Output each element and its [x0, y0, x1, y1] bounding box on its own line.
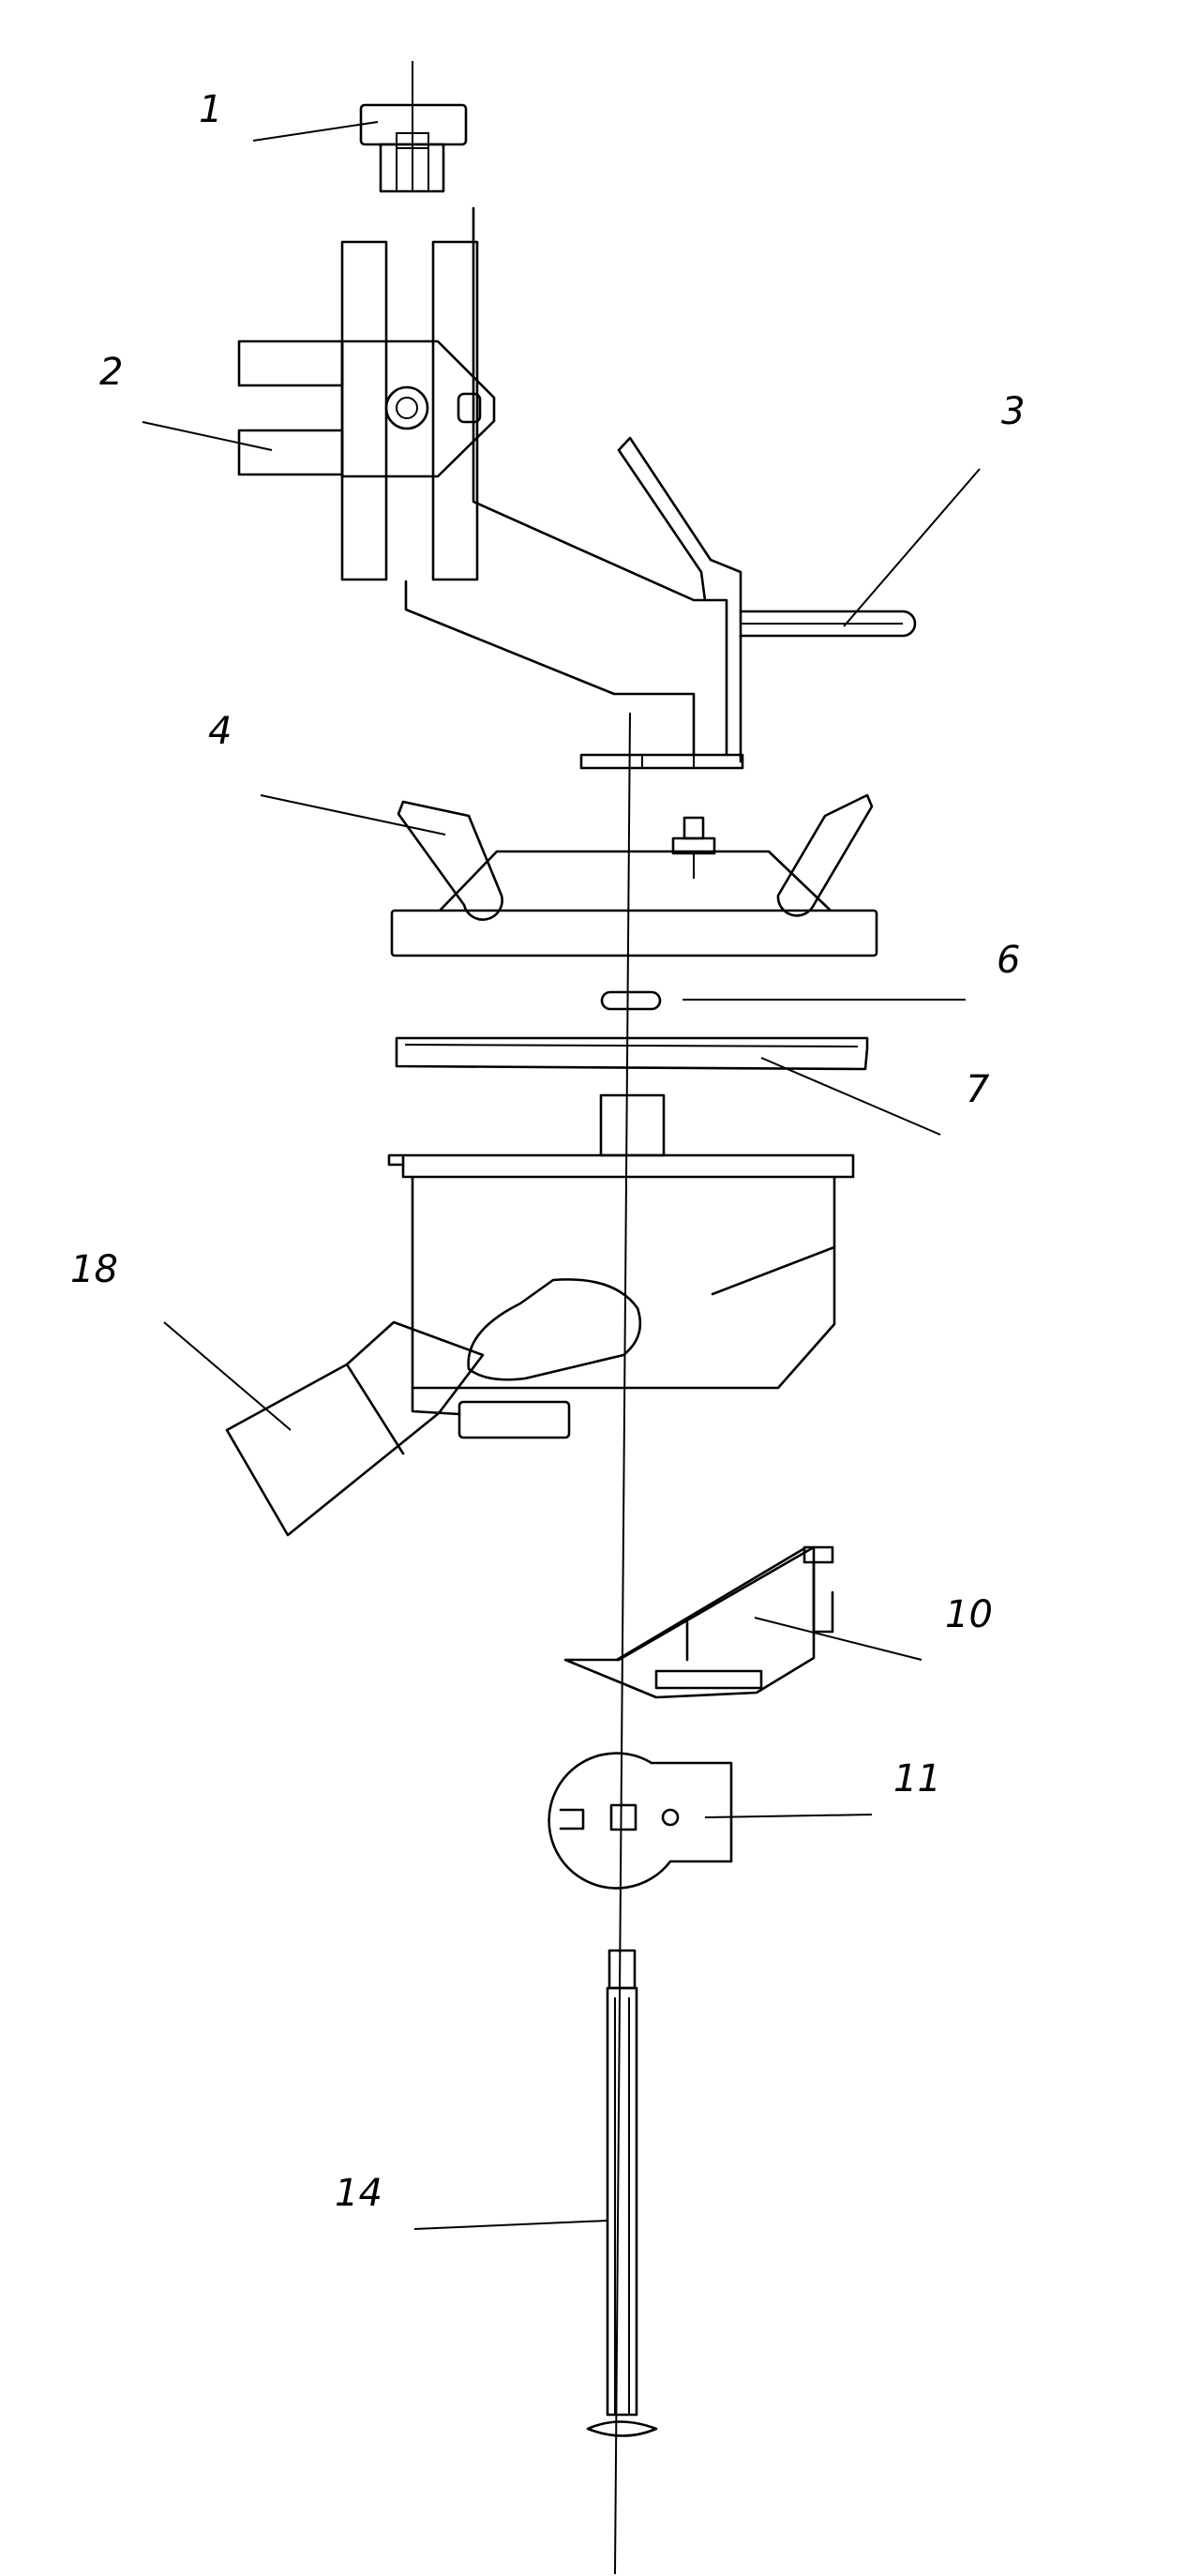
label-10: 10 [945, 1593, 993, 1636]
part-4-cover-with-lugs [390, 793, 878, 957]
housing-body [387, 1093, 855, 1439]
label-7: 7 [966, 1068, 990, 1111]
leader-18 [163, 1321, 292, 1431]
part-7-gasket-plate [395, 1036, 869, 1071]
leader-14 [413, 2220, 608, 2230]
label-14: 14 [335, 2172, 382, 2215]
part-2-clamp-bracket [237, 206, 744, 770]
part-3-handle-rod [739, 610, 917, 638]
leader-lines [142, 121, 981, 2230]
label-6: 6 [997, 939, 1020, 982]
label-3: 3 [1001, 390, 1025, 433]
label-11: 11 [893, 1757, 941, 1800]
part-10-bracket [563, 1545, 834, 1699]
leader-3 [843, 468, 981, 627]
part-18-outlet-spout [225, 1320, 485, 1537]
label-4: 4 [208, 710, 232, 753]
part-11-cam-plate [548, 1752, 733, 1890]
part-14-long-bolt [586, 1949, 658, 2437]
label-18: 18 [70, 1248, 118, 1291]
leader-7 [760, 1057, 941, 1136]
label-2: 2 [99, 351, 123, 394]
leader-10 [754, 1617, 922, 1661]
leader-4 [260, 794, 446, 836]
part-6-pin [600, 990, 662, 1011]
leader-2 [142, 421, 273, 451]
label-1: 1 [199, 88, 222, 131]
leader-11 [704, 1814, 873, 1818]
assembly-axis [412, 61, 631, 2575]
leader-1 [252, 121, 379, 142]
